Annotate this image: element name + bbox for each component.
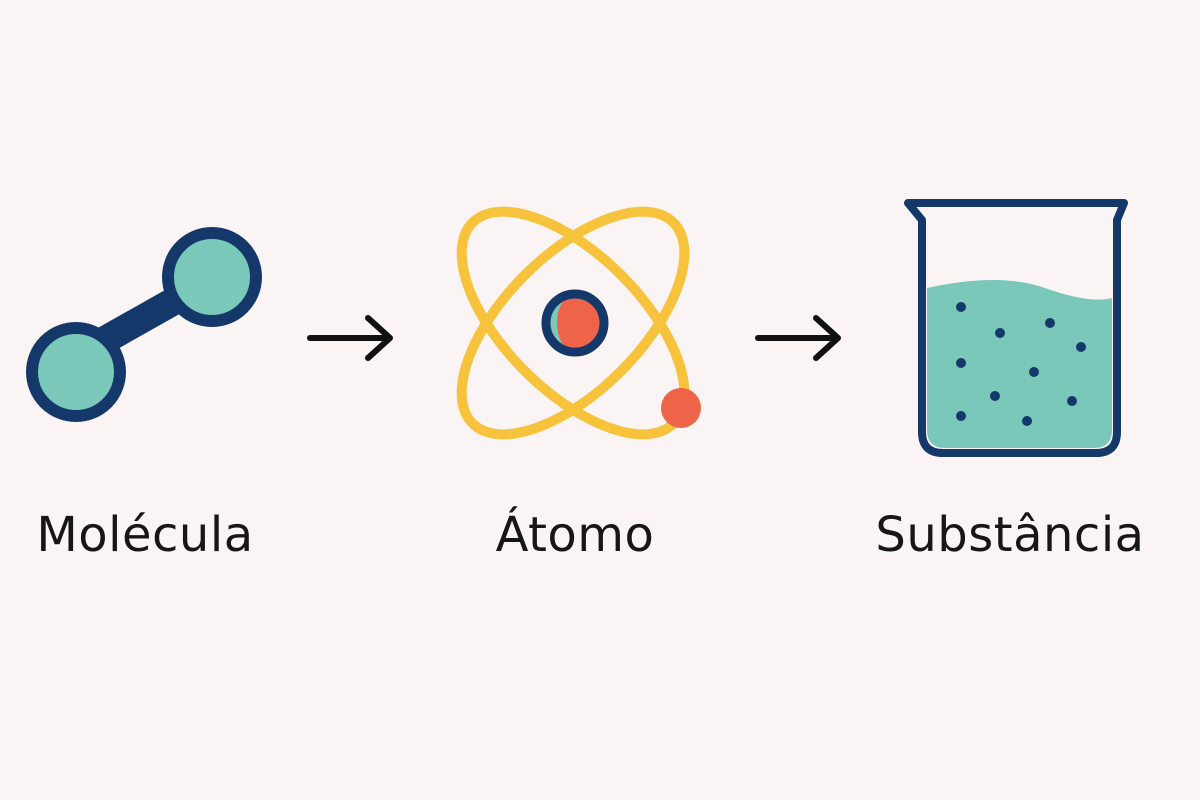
atom-icon: [456, 206, 701, 440]
beaker-particles: [956, 302, 1086, 426]
beaker-liquid: [927, 280, 1112, 448]
arrow-right-icon: [307, 315, 393, 361]
substance-label: Substância: [875, 507, 1145, 563]
atom-nucleus: [541, 289, 609, 357]
molecule-icon: [26, 227, 262, 422]
atom-orbit-1: [456, 206, 690, 440]
atom-electron: [661, 388, 701, 428]
arrow-right-icon: [755, 315, 841, 361]
atom-label: Átomo: [495, 507, 655, 563]
molecule-label: Molécula: [36, 507, 254, 563]
molecule-atom-left: [26, 322, 126, 422]
beaker-outline: [904, 199, 1128, 457]
molecule-atom-right: [162, 227, 262, 327]
beaker-icon: [904, 199, 1128, 457]
